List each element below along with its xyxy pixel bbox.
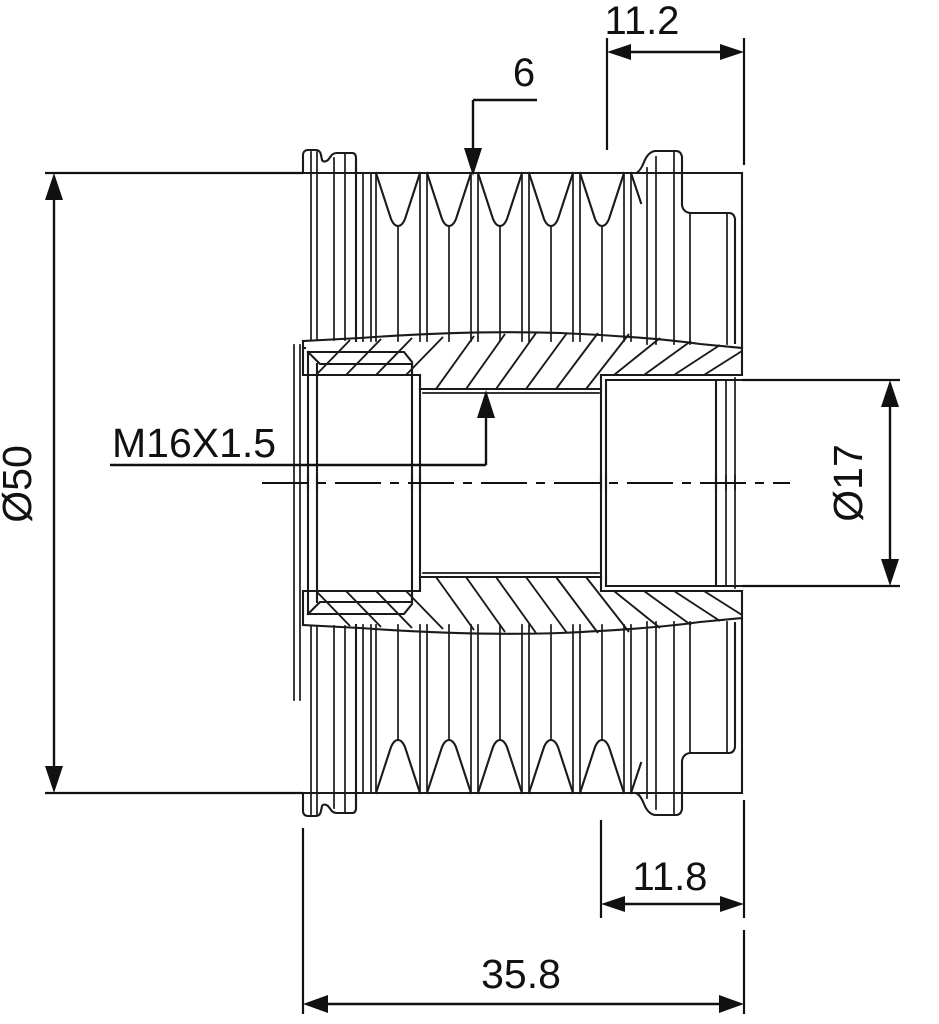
right-flange-top-profile (634, 149, 737, 345)
vgroove-profile-bottom (374, 624, 643, 795)
vgroove-top-2 (425, 171, 473, 228)
dimension-od-50: Ø50 (0, 171, 303, 795)
arrowhead-left-11-8 (601, 896, 625, 912)
hatch-band-bottom-edge (301, 616, 744, 635)
arrowhead-6 (464, 148, 482, 176)
dimension-label-11-2: 11.2 (605, 0, 680, 43)
dimension-label-od-50: Ø50 (0, 445, 40, 523)
left-counterbore-top-edge (306, 350, 414, 364)
dimension-11-2: 11.2 (605, 0, 746, 165)
arrowhead-left-11-2 (607, 44, 631, 60)
vgroove-bottom-4 (527, 738, 575, 795)
hatch-lines-upper (315, 332, 743, 390)
vgroove-top-6 (629, 171, 643, 205)
callout-label-6: 6 (513, 51, 535, 95)
vgroove-bottom-3 (476, 738, 524, 795)
left-counterbore-chamfer-top (306, 350, 414, 377)
arrowhead-right-11-8 (720, 896, 744, 912)
arrowhead-right-35-8 (719, 995, 744, 1013)
vgroove-bottom-1 (374, 738, 422, 795)
dimension-label-35-8: 35.8 (481, 951, 561, 997)
vgroove-bottom-6 (629, 761, 643, 795)
part-geometry (262, 148, 790, 818)
callout-thread-m16: M16X1.5 (110, 390, 495, 467)
lower-section-hatch-band (301, 572, 744, 635)
left-rim-bottom-profile (301, 791, 358, 818)
vgroove-top-4 (527, 171, 575, 228)
callout-rib-count: 6 (464, 51, 537, 176)
dimension-11-8: 11.8 (599, 800, 746, 918)
arrowhead-bottom-17 (881, 559, 899, 586)
callout-label-m16: M16X1.5 (112, 420, 276, 466)
arrowhead-top-50 (45, 173, 63, 200)
arrowhead-bottom-50 (45, 766, 63, 793)
arrowhead-right-11-2 (720, 44, 744, 60)
vgroove-top-3 (476, 171, 524, 228)
dimension-bore-17: Ø17 (742, 378, 900, 588)
arrowhead-top-17 (881, 380, 899, 407)
dimension-label-11-8: 11.8 (633, 855, 708, 899)
vgroove-bottom-2 (425, 738, 473, 795)
hatch-band-top-edge (301, 331, 744, 350)
arrowhead-m16 (477, 390, 495, 418)
arrowhead-left-35-8 (303, 995, 328, 1013)
upper-section-hatch-band (301, 331, 744, 394)
left-rim-top-profile (301, 148, 358, 175)
vgroove-bottom-5 (578, 738, 626, 795)
vgroove-top-1 (374, 171, 422, 228)
vgroove-top-5 (578, 171, 626, 228)
right-flange-bottom-profile (634, 621, 737, 817)
left-counterbore-bottom-edge (306, 602, 414, 616)
hatch-lines-lower (315, 576, 743, 634)
dimension-label-bore-17: Ø17 (825, 444, 871, 522)
dimension-35-8: 35.8 (301, 828, 746, 1014)
vgroove-profile-top (374, 171, 643, 342)
left-counterbore-chamfer-bottom (306, 589, 414, 616)
